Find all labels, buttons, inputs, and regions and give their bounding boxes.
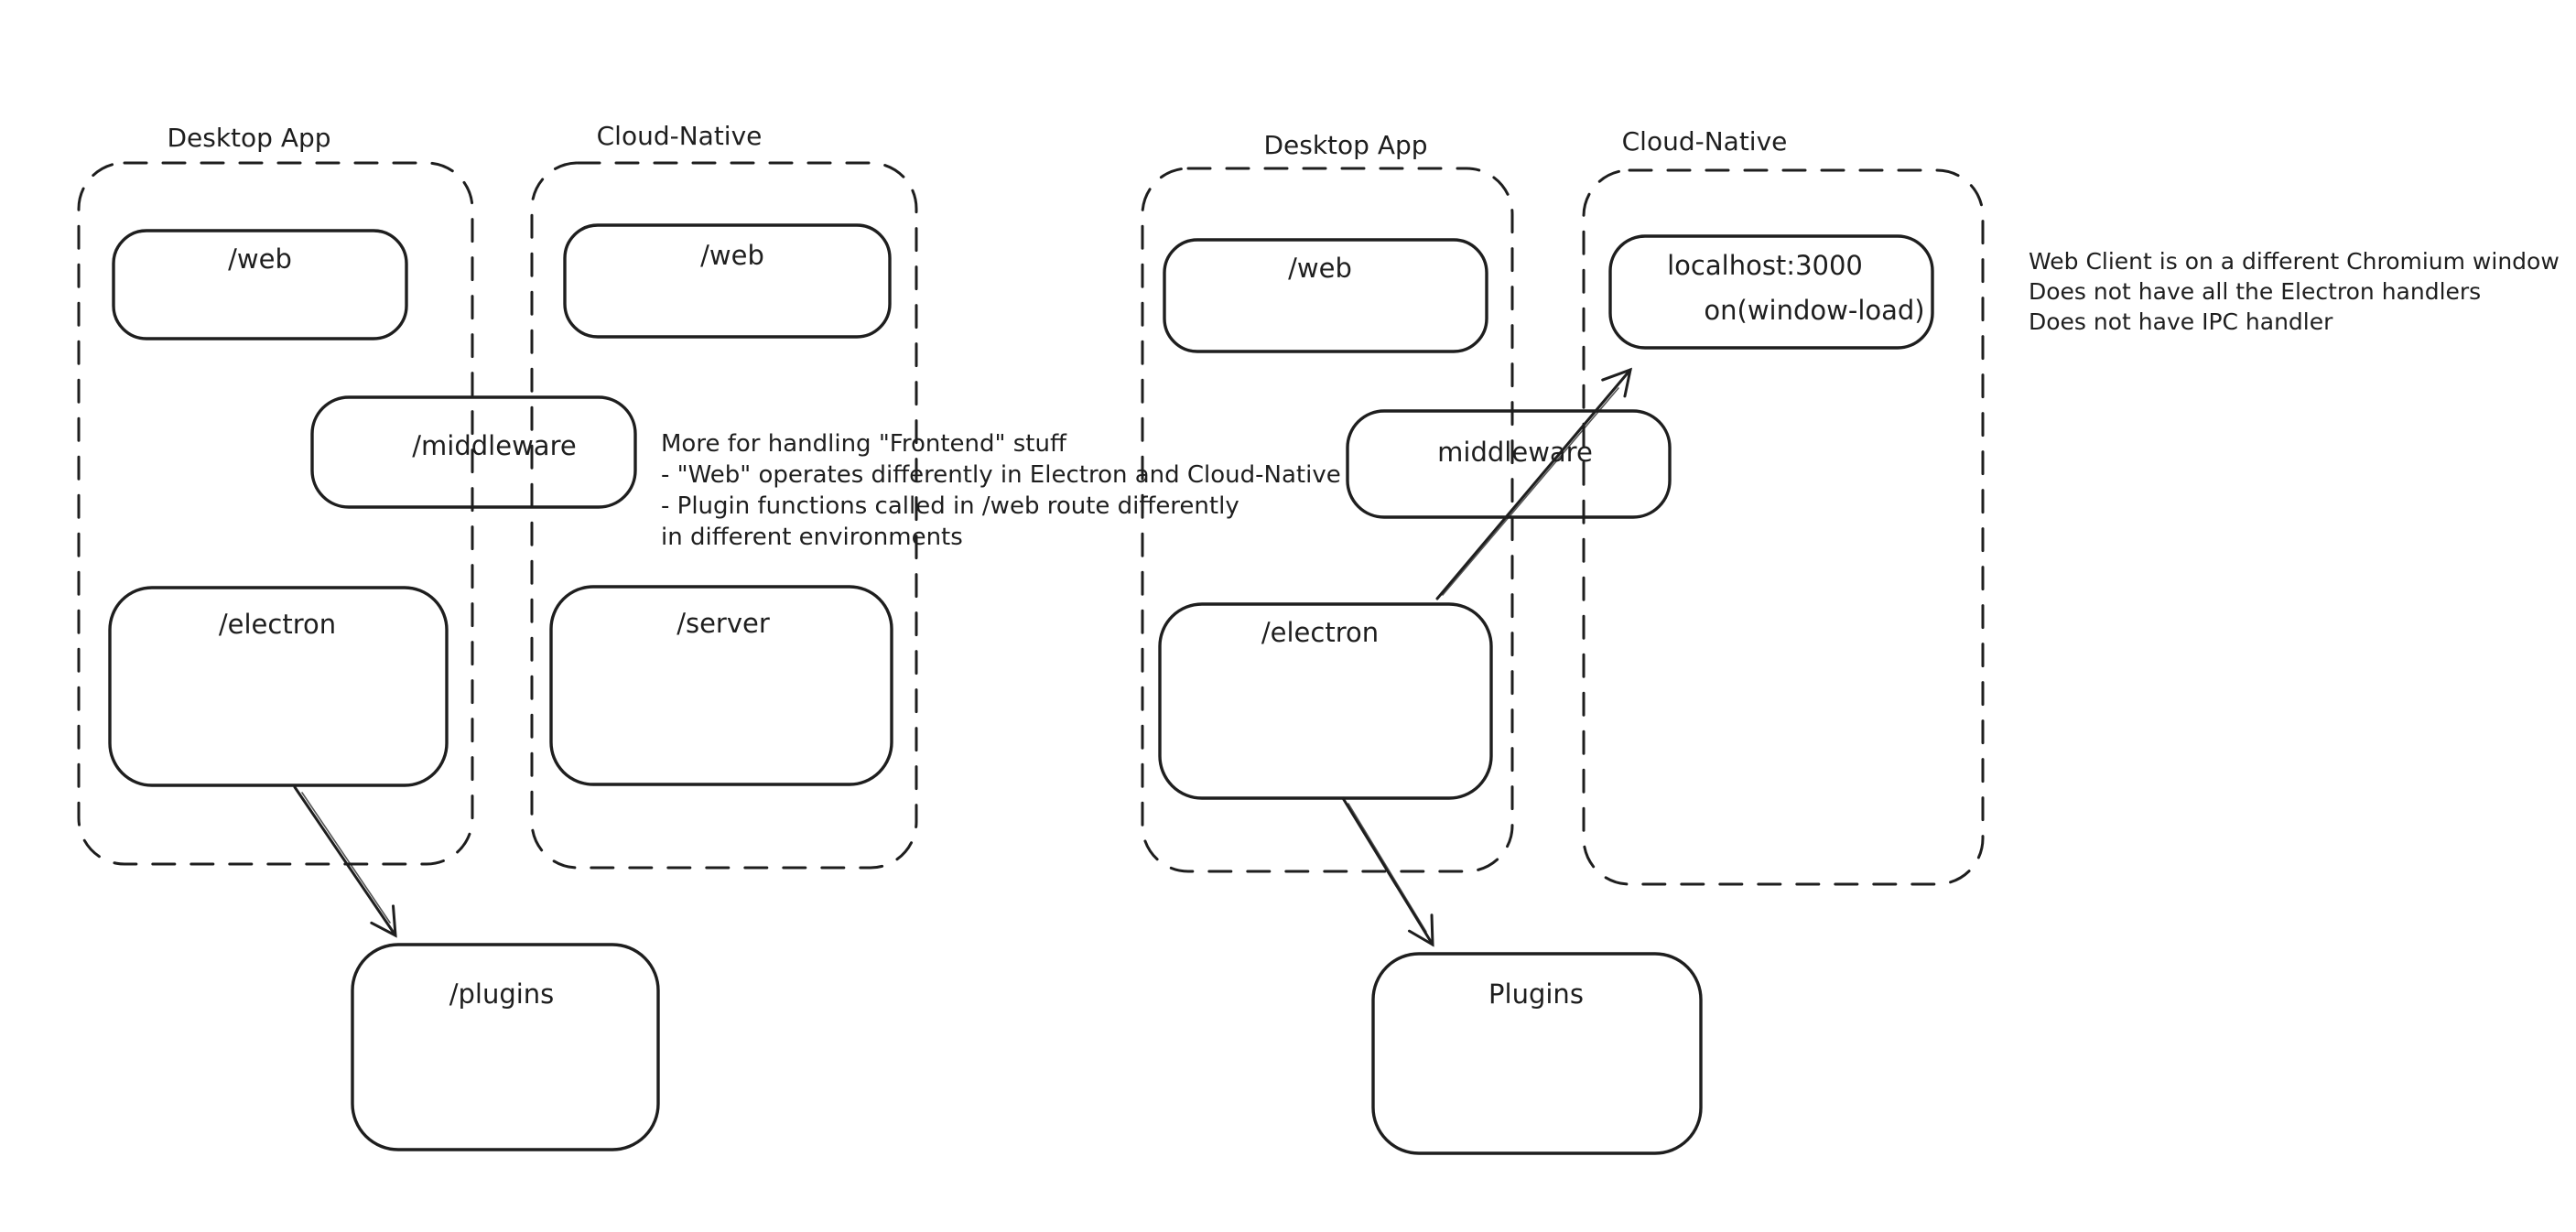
frontend-note-line: - Plugin functions called in /web route … (661, 492, 1239, 520)
right-cloud-native-label: Cloud-Native (1622, 126, 1788, 157)
node-right-plugins (1371, 952, 1703, 1155)
right-desktop-app-label: Desktop App (1263, 130, 1427, 160)
left-cloud-native-label: Cloud-Native (597, 121, 763, 151)
frontend-note: More for handling "Frontend" stuff - "We… (661, 430, 1341, 551)
node-on-window-load-label: on(window-load) (1704, 295, 1924, 326)
frontend-note-line: - "Web" operates differently in Electron… (661, 461, 1341, 489)
node-right-web (1163, 238, 1488, 353)
web-client-note-line: Does not have IPC handler (2029, 308, 2333, 335)
frontend-note-line: in different environments (661, 524, 963, 551)
node-localhost-3000-label: localhost:3000 (1667, 250, 1863, 281)
node-right-electron (1158, 602, 1493, 800)
right-desktop-app-container (1141, 167, 1514, 873)
left-desktop-app-label: Desktop App (167, 123, 330, 153)
arrow-electron-to-plugins-right-sketch (1348, 803, 1427, 933)
node-left-web-desktop (112, 229, 408, 340)
arrow-electron-to-localhost (1435, 367, 1633, 600)
arrow-electron-to-plugins-left (293, 785, 397, 938)
arrow-electron-to-plugins-left-sketch (301, 792, 391, 924)
node-left-server (549, 585, 893, 786)
node-right-web-label: /web (1288, 253, 1352, 284)
node-right-middleware-label: middleware (1437, 437, 1593, 468)
arrow-electron-to-plugins-right (1341, 796, 1434, 947)
frontend-note-line: More for handling "Frontend" stuff (661, 430, 1067, 458)
left-cloud-native-container (530, 161, 918, 870)
web-client-note: Web Client is on a different Chromium wi… (2029, 248, 2560, 335)
node-left-web-cloud-label: /web (700, 240, 764, 271)
node-left-electron (108, 586, 449, 787)
node-right-electron-label: /electron (1261, 617, 1379, 648)
arrow-electron-to-localhost-sketch (1442, 387, 1619, 596)
node-left-server-label: /server (676, 608, 770, 639)
right-cloud-native-container (1582, 168, 1985, 886)
web-client-note-line: Does not have all the Electron handlers (2029, 278, 2481, 305)
node-left-middleware (310, 395, 637, 509)
left-desktop-app-container (77, 161, 474, 866)
web-client-note-line: Web Client is on a different Chromium wi… (2029, 248, 2560, 275)
node-left-plugins (351, 943, 660, 1151)
node-left-middleware-label: /middleware (412, 430, 576, 461)
node-left-electron-label: /electron (219, 609, 336, 640)
node-localhost-3000 (1608, 234, 1934, 350)
node-left-web-cloud (563, 223, 892, 339)
node-left-plugins-label: /plugins (449, 978, 555, 1010)
node-right-plugins-label: Plugins (1488, 978, 1584, 1010)
node-left-web-desktop-label: /web (228, 243, 292, 275)
